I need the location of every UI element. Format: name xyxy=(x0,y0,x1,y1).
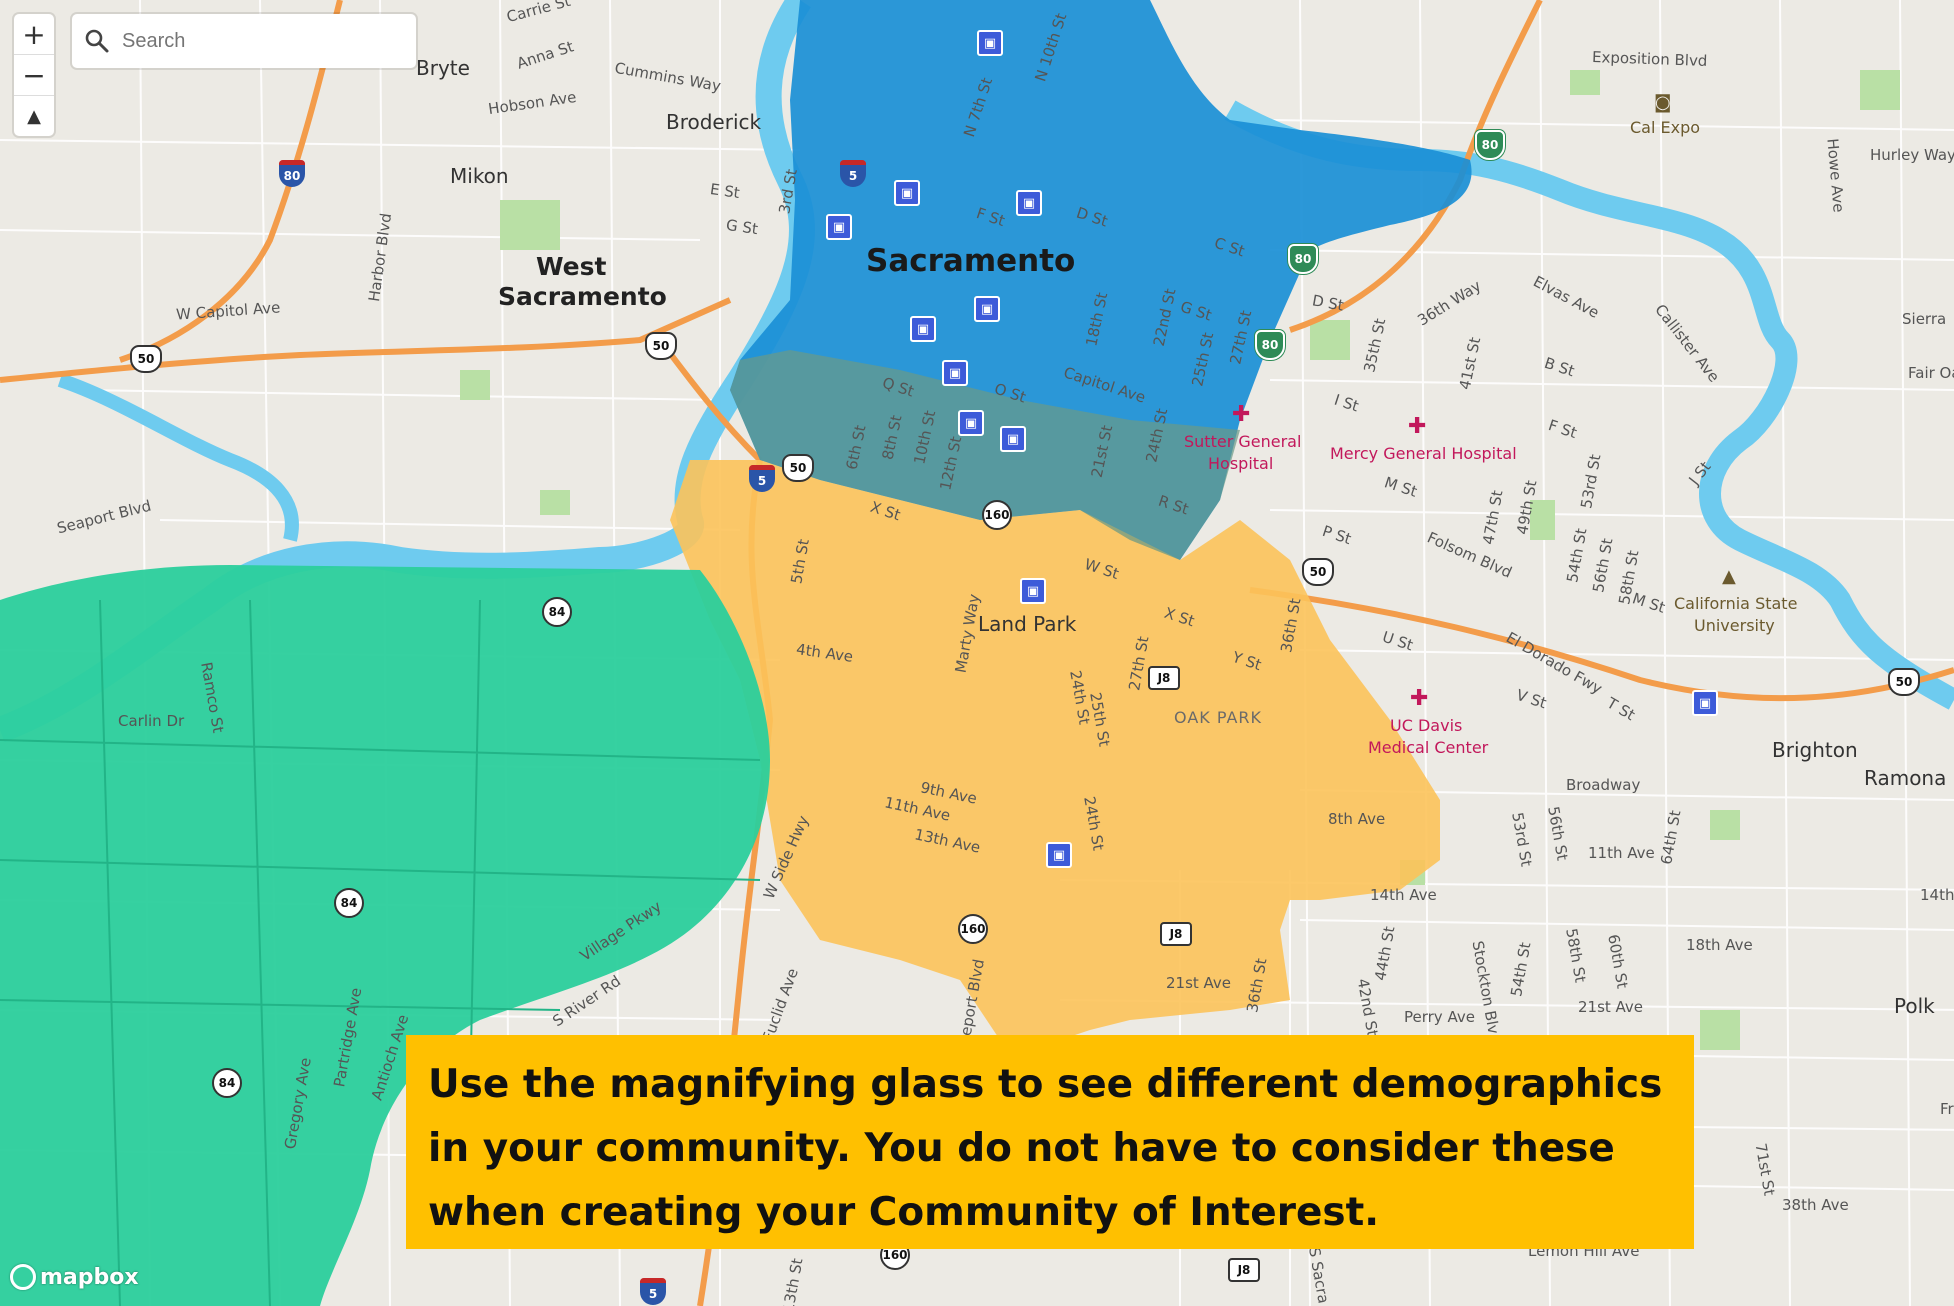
search-icon xyxy=(84,28,110,54)
label-sacramento: Sacramento xyxy=(866,243,1076,279)
hospital-icon: ✚ xyxy=(1410,686,1429,711)
label-west: West xyxy=(536,252,607,281)
ca-80-shield-2: 80 xyxy=(1288,244,1318,274)
map-navigation-control: + − ▲ xyxy=(14,14,54,136)
street-21st-ave: 21st Ave xyxy=(1166,974,1232,992)
label-oak-park: OAK PARK xyxy=(1174,708,1263,727)
street-broadway: Broadway xyxy=(1566,776,1641,794)
street-perry: Perry Ave xyxy=(1404,1008,1475,1026)
label-brighton: Brighton xyxy=(1772,738,1858,762)
street-8th-ave: 8th Ave xyxy=(1328,810,1386,828)
label-ramona: Ramona xyxy=(1864,766,1947,790)
us-50-shield-3: 50 xyxy=(782,454,814,482)
label-broderick: Broderick xyxy=(666,110,762,134)
transit-station-icon[interactable]: ▣ xyxy=(1046,842,1072,868)
label-polk: Polk xyxy=(1894,994,1935,1018)
transit-station-icon[interactable]: ▣ xyxy=(1692,690,1718,716)
green-region-roads xyxy=(0,599,761,1306)
county-j8-shield: J8 xyxy=(1148,666,1180,690)
region-orange xyxy=(670,460,1440,1040)
transit-station-icon[interactable]: ▣ xyxy=(1020,578,1046,604)
interstate-5-shield-2: 5 xyxy=(749,465,775,492)
interstate-80-shield: 80 xyxy=(279,160,305,187)
label-west-sacramento: Sacramento xyxy=(498,282,667,311)
us-50-shield-2: 50 xyxy=(645,332,677,360)
instruction-text: Use the magnifying glass to see differen… xyxy=(428,1062,1663,1235)
mapbox-logo-text: mapbox xyxy=(40,1264,139,1290)
street-fr: Fr xyxy=(1940,1100,1954,1118)
street-14th-b: 14th xyxy=(1920,886,1954,904)
label-land-park: Land Park xyxy=(978,612,1077,636)
search-box[interactable] xyxy=(72,14,416,68)
interstate-5-shield-3: 5 xyxy=(640,1278,666,1305)
mapbox-logo-icon xyxy=(10,1264,36,1290)
region-overlap xyxy=(730,350,1240,560)
us-50-shield: 50 xyxy=(130,345,162,373)
label-csu-1: California State xyxy=(1674,594,1798,613)
us-50-shield-4: 50 xyxy=(1302,558,1334,586)
street-11th-ave-b: 11th Ave xyxy=(1588,844,1655,862)
sr-160-shield-2: 160 xyxy=(958,914,988,944)
label-csu-2: University xyxy=(1694,616,1775,635)
sr-84-shield-2: 84 xyxy=(334,888,364,918)
street-e: E St xyxy=(708,180,741,202)
transit-station-icon[interactable]: ▣ xyxy=(977,30,1003,56)
parks xyxy=(460,70,1900,1050)
label-sutter-2: Hospital xyxy=(1208,454,1274,473)
sr-84-shield-3: 84 xyxy=(212,1068,242,1098)
university-icon: ▲ xyxy=(1722,566,1736,587)
transit-station-icon[interactable]: ▣ xyxy=(974,296,1000,322)
street-21st-ave-b: 21st Ave xyxy=(1578,998,1644,1016)
street-hurley: Hurley Way xyxy=(1870,146,1954,164)
ca-80-shield: 80 xyxy=(1475,130,1505,160)
region-green xyxy=(0,565,770,1306)
sr-84-shield: 84 xyxy=(542,597,572,627)
compass-button[interactable]: ▲ xyxy=(27,105,41,127)
label-mikon: Mikon xyxy=(450,164,509,188)
instruction-callout: Use the magnifying glass to see differen… xyxy=(406,1035,1694,1249)
zoom-in-button[interactable]: + xyxy=(14,14,54,55)
hospital-icon: ✚ xyxy=(1408,414,1427,439)
transit-station-icon[interactable]: ▣ xyxy=(942,360,968,386)
transit-station-icon[interactable]: ▣ xyxy=(894,180,920,206)
street-18th-ave: 18th Ave xyxy=(1686,936,1753,954)
mapbox-logo[interactable]: mapbox xyxy=(10,1264,139,1290)
us-50-shield-5: 50 xyxy=(1888,668,1920,696)
label-cal-expo: Cal Expo xyxy=(1630,118,1701,137)
zoom-out-button[interactable]: − xyxy=(14,55,54,96)
street-exposition: Exposition Blvd xyxy=(1591,47,1708,71)
transit-station-icon[interactable]: ▣ xyxy=(910,316,936,342)
county-j8-shield-3: J8 xyxy=(1228,1258,1260,1282)
transit-station-icon[interactable]: ▣ xyxy=(1016,190,1042,216)
street-38th-ave: 38th Ave xyxy=(1782,1196,1849,1214)
street-g: G St xyxy=(724,215,759,239)
camera-icon: ◙ xyxy=(1654,92,1672,113)
label-mercy: Mercy General Hospital xyxy=(1330,444,1517,463)
sr-160-shield: 160 xyxy=(982,500,1012,530)
label-sutter-1: Sutter General xyxy=(1184,432,1302,451)
ca-80-shield-3: 80 xyxy=(1255,330,1285,360)
county-j8-shield-2: J8 xyxy=(1160,922,1192,946)
label-ucd-2: Medical Center xyxy=(1368,738,1489,757)
label-bryte: Bryte xyxy=(416,56,470,80)
label-ucd-1: UC Davis xyxy=(1390,716,1463,735)
hospital-icon: ✚ xyxy=(1232,402,1251,427)
label-fair-oaks: Fair Oak xyxy=(1908,364,1954,382)
street-14th-ave: 14th Ave xyxy=(1370,886,1437,904)
search-input[interactable] xyxy=(120,28,374,54)
transit-station-icon[interactable]: ▣ xyxy=(826,214,852,240)
transit-station-icon[interactable]: ▣ xyxy=(1000,426,1026,452)
label-sierra: Sierra xyxy=(1902,310,1947,328)
interstate-5-shield: 5 xyxy=(840,160,866,187)
transit-station-icon[interactable]: ▣ xyxy=(958,410,984,436)
street-carlin: Carlin Dr xyxy=(118,712,185,730)
river-branch xyxy=(57,373,299,542)
